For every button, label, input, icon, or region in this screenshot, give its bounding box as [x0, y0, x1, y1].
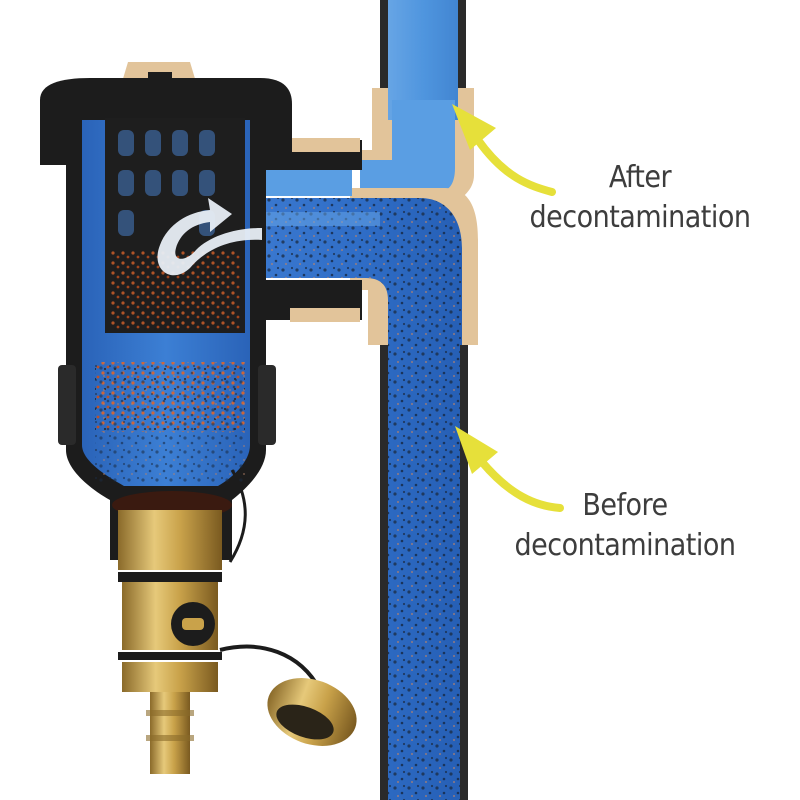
- filter-cartridge: [105, 118, 262, 333]
- after-label-line2: decontamination: [529, 200, 751, 235]
- before-decontamination-label: Before decontamination: [505, 486, 745, 566]
- after-decontamination-label: After decontamination: [520, 158, 760, 238]
- before-label-line1: Before: [582, 488, 668, 523]
- drain-cap: [267, 678, 357, 746]
- flow-arrow-icon: [157, 198, 262, 276]
- brass-drain-valve: [118, 469, 322, 692]
- after-arrow-icon: [452, 104, 556, 196]
- inlet-outlet-pipe: [262, 138, 362, 322]
- after-label-line1: After: [608, 160, 672, 195]
- hose-barb: [146, 692, 194, 774]
- before-label-line2: decontamination: [514, 528, 736, 563]
- before-arrow-icon: [455, 426, 564, 512]
- vertical-pipe: [262, 0, 478, 800]
